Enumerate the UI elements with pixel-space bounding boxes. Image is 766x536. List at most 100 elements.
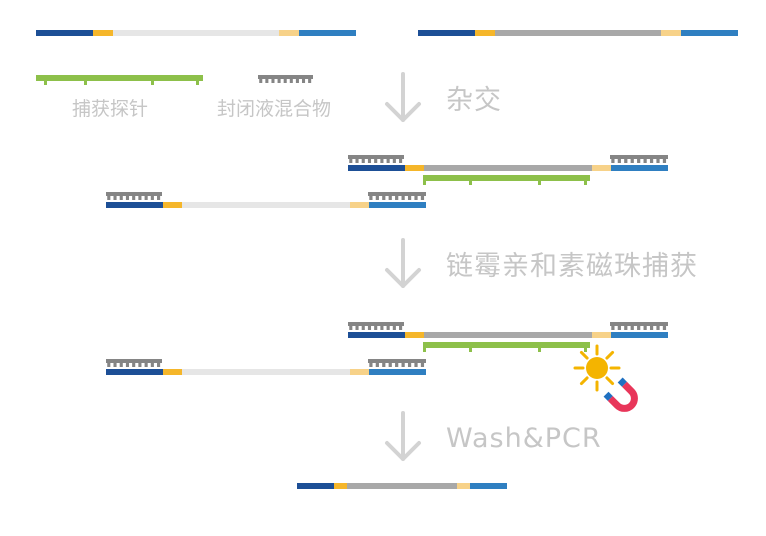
adapter-left — [297, 483, 334, 489]
blocker-tooth — [414, 363, 418, 367]
blocker-tooth — [259, 79, 263, 83]
blocker-tooth — [380, 159, 384, 163]
blocker-tooth — [649, 159, 654, 163]
magnet-pole-right — [617, 377, 627, 387]
streptavidin-bead-icon — [573, 344, 621, 392]
index-right — [592, 165, 611, 171]
adapter-left — [106, 202, 163, 208]
uncaptured-off-target-fragment — [106, 369, 426, 375]
step-capture-label: 链霉亲和素磁珠捕获 — [446, 251, 698, 282]
adapter-left — [36, 30, 93, 36]
blocker-tooth — [113, 363, 117, 367]
index-right — [661, 30, 681, 36]
blocker-tooth — [630, 159, 634, 163]
magnet-icon — [603, 377, 638, 412]
insert — [182, 369, 350, 375]
blocker-tooth — [119, 196, 123, 200]
blocker-tooth — [157, 196, 161, 200]
blocker-tooth — [662, 326, 667, 330]
adapter-right — [369, 369, 426, 375]
blocker-tooth — [374, 159, 378, 163]
adapter-right — [611, 165, 668, 171]
insert — [182, 202, 350, 208]
enriched-library-fragment — [297, 483, 507, 489]
captured-target-blocker-right — [610, 322, 668, 330]
blocker-tooth — [392, 159, 396, 163]
blocker-tooth — [367, 159, 372, 163]
blocker-tooth — [656, 159, 660, 163]
hybrid-off-target-blocker-right — [368, 192, 426, 200]
blocker-tooth — [349, 159, 353, 163]
captured-target-blocker-left — [348, 322, 404, 330]
magnet-body — [607, 381, 638, 412]
blocker-tooth — [107, 363, 111, 367]
blocker-tooth — [624, 326, 628, 330]
blocker-tooth — [420, 363, 425, 367]
hybrid-target-probe — [423, 175, 590, 185]
blocker-bar — [258, 75, 313, 79]
biotin-dot — [423, 348, 426, 352]
blocker-tooth — [265, 79, 269, 83]
blocker-tooth — [388, 196, 392, 200]
step-hybridization-label: 杂交 — [446, 85, 502, 116]
insert — [424, 165, 592, 171]
blocker-tooth — [380, 326, 384, 330]
insert — [113, 30, 279, 36]
probe-label: 捕获探针 — [72, 98, 149, 120]
insert — [495, 30, 661, 36]
captured-target-probe — [423, 342, 590, 352]
index-right — [350, 202, 369, 208]
uncaptured-off-target-blocker-left — [106, 359, 162, 367]
index-left — [163, 202, 182, 208]
blocker-tooth — [150, 196, 154, 200]
blocker-tooth — [637, 159, 641, 163]
index-left — [163, 369, 182, 375]
magnet-pole-left — [603, 391, 613, 401]
index-right — [279, 30, 299, 36]
blocker-tooth — [388, 363, 392, 367]
blocker-tooth — [611, 159, 615, 163]
blocker-tooth — [107, 196, 111, 200]
blocker-tooth — [289, 79, 293, 83]
blocker-tooth — [399, 326, 403, 330]
blocker-bar — [106, 359, 162, 363]
blocker-tooth — [375, 196, 379, 200]
arrow-head — [385, 268, 421, 288]
hybrid-target-blocker-right — [610, 155, 668, 163]
adapter-right — [470, 483, 507, 489]
blocker-tooth — [283, 79, 287, 83]
blocker-tooth — [414, 196, 418, 200]
blocker-tooth — [361, 326, 365, 330]
index-right — [457, 483, 470, 489]
bead-ray — [579, 376, 589, 386]
down-arrow-icon-1 — [385, 72, 421, 122]
index-right — [350, 369, 369, 375]
arrow-head — [385, 102, 421, 122]
library-fragment-off-target — [36, 30, 356, 36]
probe-bar — [423, 175, 590, 181]
blocker-tooth — [617, 326, 621, 330]
biotin-dot — [84, 81, 87, 85]
blocker-tooth — [157, 363, 161, 367]
adapter-left — [348, 165, 405, 171]
library-fragment-target — [418, 30, 738, 36]
blocker-tooth — [401, 363, 405, 367]
blocker-tooth — [656, 326, 660, 330]
blocker-tooth — [138, 363, 142, 367]
blocker-tooth — [617, 159, 621, 163]
biotin-dot — [44, 81, 47, 85]
blocker-label: 封闭液混合物 — [217, 98, 332, 120]
step-wash-pcr-label: Wash&PCR — [446, 423, 602, 454]
blocker-tooth — [349, 326, 353, 330]
adapter-right — [299, 30, 356, 36]
blocker-tooth — [369, 363, 373, 367]
blocker-bar — [106, 192, 162, 196]
blocker-tooth — [144, 363, 148, 367]
blocker-tooth — [395, 196, 399, 200]
blocker-tooth — [395, 363, 399, 367]
blocker-tooth — [611, 326, 615, 330]
blocker-tooth — [355, 326, 359, 330]
blocker-tooth — [369, 196, 373, 200]
blocker-tooth — [392, 326, 396, 330]
arrow-head — [385, 441, 421, 461]
